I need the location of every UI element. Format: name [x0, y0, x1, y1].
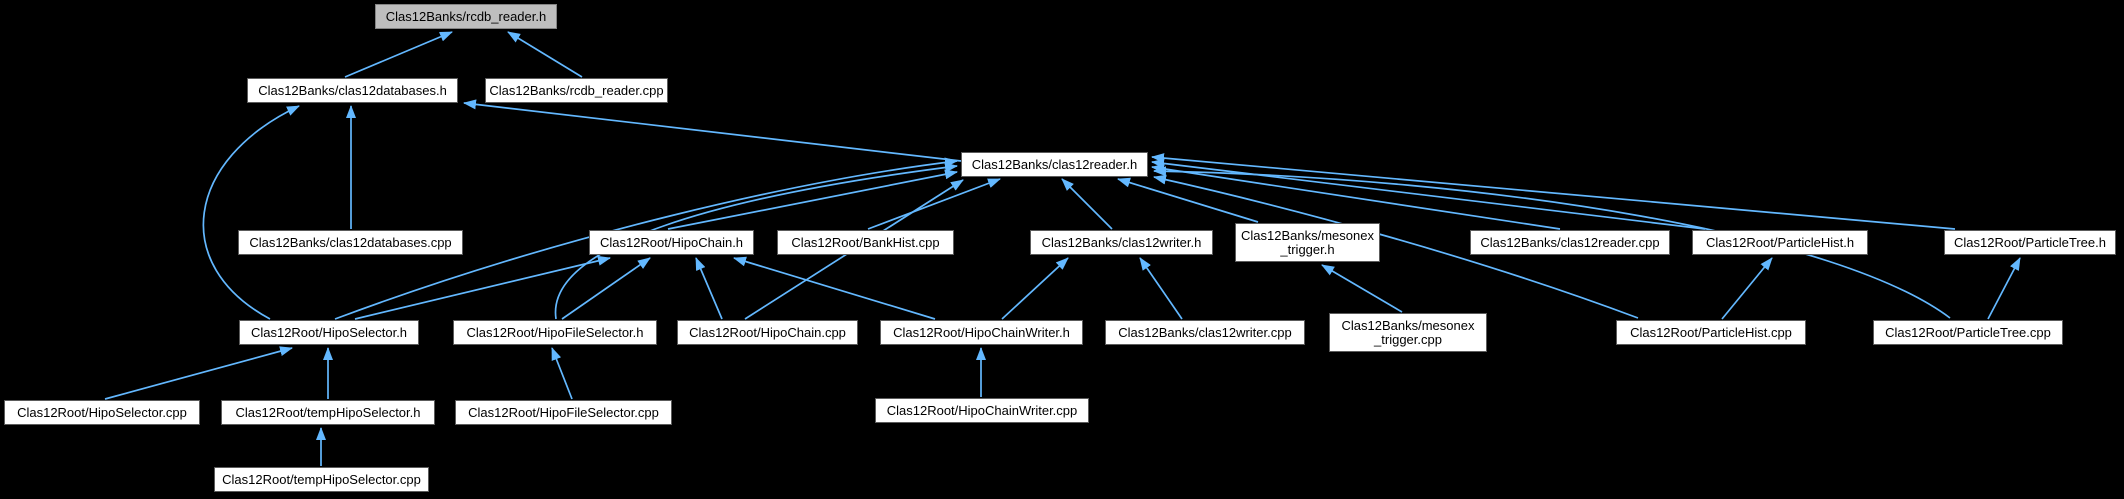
node-particlehist-h[interactable]: Clas12Root/ParticleHist.h	[1692, 230, 1868, 255]
edge-hiposelector-cpp-to-hiposelector-h	[104, 346, 293, 400]
edge-mesonex-trigger-h-to-reader-h	[1117, 177, 1259, 223]
edge-reader-h-to-databases-h	[463, 99, 962, 162]
node-mesonex-trigger-h[interactable]: Clas12Banks/mesonex _trigger.h	[1235, 223, 1380, 262]
node-clas12databases-h[interactable]: Clas12Banks/clas12databases.h	[247, 78, 458, 103]
node-hipofileselector-cpp[interactable]: Clas12Root/HipoFileSelector.cpp	[455, 400, 672, 425]
edge-particletree-h-to-reader-h	[1151, 153, 1956, 230]
edge-particlehist-cpp-to-reader-h	[1153, 174, 1639, 319]
edge-particletree-cpp-to-particletree-h	[1987, 257, 2021, 320]
node-hipochainwriter-cpp[interactable]: Clas12Root/HipoChainWriter.cpp	[875, 398, 1089, 423]
node-hipochainwriter-h[interactable]: Clas12Root/HipoChainWriter.h	[880, 320, 1083, 345]
node-clas12writer-cpp[interactable]: Clas12Banks/clas12writer.cpp	[1105, 320, 1305, 345]
node-hipochain-h[interactable]: Clas12Root/HipoChain.h	[589, 230, 754, 255]
edge-hiposelector-h-to-databases-h	[202, 105, 300, 320]
node-particletree-cpp[interactable]: Clas12Root/ParticleTree.cpp	[1873, 320, 2063, 345]
edge-hipochain-h-to-reader-h	[667, 169, 958, 230]
edge-bankhist-cpp-to-reader-h	[867, 178, 1001, 230]
edge-hiposelector-h-to-hipochain-h	[354, 255, 611, 320]
edge-rcdb-reader-cpp-to-rcdb-reader-h	[507, 31, 583, 78]
node-rcdb-reader-h[interactable]: Clas12Banks/rcdb_reader.h	[375, 4, 557, 29]
edge-hipochainwriter-h-to-clas12writer-h	[1001, 257, 1069, 320]
edge-hipochain-cpp-to-hipochain-h	[695, 257, 723, 320]
edge-hipofileselector-h-to-reader-h	[554, 162, 958, 320]
edge-hipochainwriter-h-to-hipochain-h	[733, 256, 936, 320]
edge-particlehist-cpp-to-particlehist-h	[1721, 257, 1773, 320]
node-clas12reader-h[interactable]: Clas12Banks/clas12reader.h	[961, 152, 1148, 177]
edge-hipofileselector-h-to-hipochain-h	[561, 257, 651, 320]
edge-mesonex-trigger-cpp-to-mesonex-trigger-h	[1321, 264, 1403, 313]
edge-clas12reader-cpp-to-reader-h	[1151, 163, 1561, 230]
edge-particletree-cpp-to-reader-h	[1153, 166, 1951, 319]
node-hiposelector-h[interactable]: Clas12Root/HipoSelector.h	[239, 320, 419, 345]
edge-hiposelector-h-to-reader-h	[334, 157, 958, 320]
node-particletree-h[interactable]: Clas12Root/ParticleTree.h	[1944, 230, 2116, 255]
node-clas12reader-cpp[interactable]: Clas12Banks/clas12reader.cpp	[1470, 230, 1670, 255]
node-bankhist-cpp[interactable]: Clas12Root/BankHist.cpp	[777, 230, 954, 255]
node-temphiposelector-cpp[interactable]: Clas12Root/tempHipoSelector.cpp	[214, 467, 429, 492]
node-hipofileselector-h[interactable]: Clas12Root/HipoFileSelector.h	[453, 320, 657, 345]
edge-clas12writer-cpp-to-clas12writer-h	[1139, 257, 1183, 320]
node-temphiposelector-h[interactable]: Clas12Root/tempHipoSelector.h	[221, 400, 435, 425]
node-rcdb-reader-cpp[interactable]: Clas12Banks/rcdb_reader.cpp	[485, 78, 668, 103]
edge-clas12writer-h-to-reader-h	[1061, 178, 1113, 230]
node-clas12writer-h[interactable]: Clas12Banks/clas12writer.h	[1030, 230, 1213, 255]
node-hiposelector-cpp[interactable]: Clas12Root/HipoSelector.cpp	[4, 400, 200, 425]
edge-hipofileselector-cpp-to-hipofileselector-h	[551, 347, 573, 400]
node-mesonex-trigger-cpp[interactable]: Clas12Banks/mesonex _trigger.cpp	[1329, 313, 1487, 352]
node-hipochain-cpp[interactable]: Clas12Root/HipoChain.cpp	[677, 320, 858, 345]
node-particlehist-cpp[interactable]: Clas12Root/ParticleHist.cpp	[1616, 320, 1806, 345]
edge-databases-h-to-rcdb-reader-h	[344, 31, 453, 78]
node-clas12databases-cpp[interactable]: Clas12Banks/clas12databases.cpp	[238, 230, 463, 255]
